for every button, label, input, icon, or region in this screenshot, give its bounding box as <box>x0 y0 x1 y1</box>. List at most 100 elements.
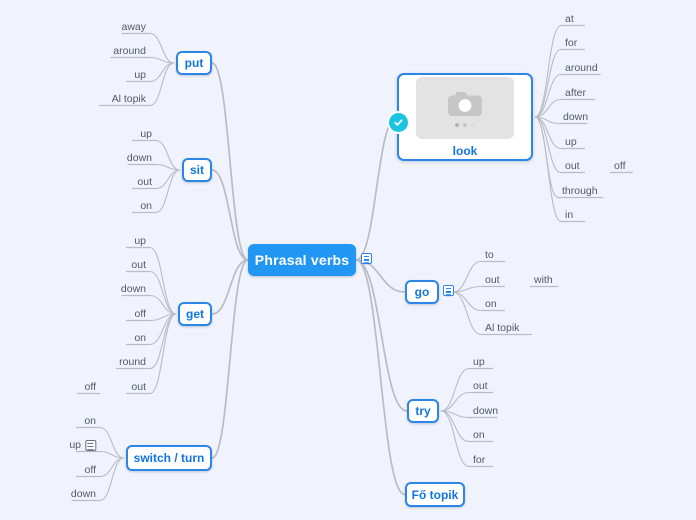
leaf-node[interactable]: on <box>134 332 146 344</box>
leaf-node[interactable]: around <box>113 45 146 57</box>
leaf-node-label: with <box>534 274 553 286</box>
leaf-node[interactable]: on <box>473 429 485 441</box>
leaf-node-label: out <box>137 176 152 188</box>
leaf-node[interactable]: off <box>85 464 96 476</box>
note-icon[interactable] <box>443 285 454 296</box>
leaf-node-label: for <box>565 37 578 49</box>
leaf-node-label: up <box>134 235 146 247</box>
leaf-node[interactable]: down <box>473 405 498 417</box>
topic-note-icon-wrap[interactable] <box>443 283 454 301</box>
topic-node-fo-topik[interactable]: Fő topik <box>405 482 465 507</box>
leaf-node[interactable]: up <box>473 356 485 368</box>
leaf-node-label: round <box>119 356 146 368</box>
camera-icon <box>448 92 482 116</box>
leaf-node[interactable]: off <box>85 381 96 393</box>
topic-card-look[interactable]: look <box>389 73 533 161</box>
topic-node-go[interactable]: go <box>405 280 439 304</box>
leaf-node[interactable]: at <box>565 13 574 25</box>
leaf-node-label: to <box>485 249 494 261</box>
topic-node-try[interactable]: try <box>407 399 439 423</box>
topic-node-sit[interactable]: sit <box>182 158 212 182</box>
leaf-node-label: through <box>562 185 598 197</box>
leaf-node[interactable]: through <box>562 185 598 197</box>
leaf-node[interactable]: Al topik <box>485 322 519 334</box>
topic-node-label: sit <box>189 163 204 177</box>
leaf-node[interactable]: round <box>119 356 146 368</box>
leaf-node-label: for <box>473 454 486 466</box>
leaf-node[interactable]: out <box>473 380 488 392</box>
leaf-node-label: up <box>565 136 577 148</box>
topic-node-label: switch / turn <box>133 451 205 465</box>
leaf-node[interactable]: out <box>131 381 146 393</box>
leaf-node[interactable]: off <box>135 308 146 320</box>
topic-node-label: Fő topik <box>411 487 459 502</box>
leaf-node-label: on <box>485 298 497 310</box>
leaf-node[interactable]: down <box>121 283 146 295</box>
leaf-node[interactable]: on <box>485 298 497 310</box>
leaf-node-label: up <box>134 69 146 81</box>
leaf-node[interactable]: on <box>140 200 152 212</box>
leaf-node-label: down <box>126 152 152 164</box>
leaf-node[interactable]: up <box>565 136 577 148</box>
leaf-node[interactable]: out <box>131 259 146 271</box>
leaf-node[interactable]: up <box>69 439 96 451</box>
leaf-node[interactable]: up <box>140 128 152 140</box>
leaf-node-label: down <box>120 283 146 295</box>
leaf-node[interactable]: for <box>473 454 485 466</box>
leaf-node[interactable]: with <box>534 274 553 286</box>
leaf-node-label: around <box>113 45 146 57</box>
leaf-node-label: out <box>131 259 146 271</box>
leaf-node-label: up <box>69 439 81 451</box>
leaf-node-label: after <box>565 87 587 99</box>
leaf-node[interactable]: out <box>565 160 580 172</box>
leaf-node[interactable]: out <box>485 274 500 286</box>
loading-dots <box>455 123 475 127</box>
leaf-node[interactable]: up <box>134 235 146 247</box>
leaf-node-label: down <box>563 111 589 123</box>
leaf-node[interactable]: around <box>565 62 598 74</box>
leaf-node-label: around <box>565 62 598 74</box>
note-icon[interactable] <box>361 253 372 264</box>
leaf-node[interactable]: for <box>565 37 577 49</box>
leaf-node-label: Al topik <box>485 322 520 334</box>
leaf-node[interactable]: up <box>134 69 146 81</box>
leaf-node-label: off <box>84 381 96 393</box>
topic-card-label: look <box>452 143 478 158</box>
topic-node-label: go <box>414 285 430 299</box>
leaf-node-label: off <box>134 308 146 320</box>
leaf-node[interactable]: down <box>127 152 152 164</box>
leaf-node-label: away <box>121 21 146 33</box>
leaf-node[interactable]: on <box>84 415 96 427</box>
leaf-node-label: on <box>473 429 485 441</box>
leaf-node-label: at <box>565 13 574 25</box>
topic-node-label: put <box>184 56 204 70</box>
leaf-node[interactable]: off <box>614 160 625 172</box>
root-node-label: Phrasal verbs <box>254 252 350 268</box>
leaf-node-label: on <box>84 415 96 427</box>
leaf-node[interactable]: down <box>71 488 96 500</box>
topic-node-switch-turn[interactable]: switch / turn <box>126 445 212 471</box>
leaf-node[interactable]: away <box>121 21 146 33</box>
leaf-node-label: off <box>84 464 96 476</box>
leaf-node-label: Al topik <box>111 93 146 105</box>
topic-node-get[interactable]: get <box>178 302 212 326</box>
leaf-node-label: out <box>565 160 580 172</box>
leaf-node-label: on <box>140 200 152 212</box>
leaf-node-label: out <box>473 380 488 392</box>
leaf-node[interactable]: in <box>565 209 573 221</box>
leaf-node[interactable]: to <box>485 249 494 261</box>
leaf-node[interactable]: down <box>563 111 588 123</box>
leaf-node-label: out <box>485 274 500 286</box>
leaf-node-label: in <box>565 209 574 221</box>
leaf-node-label: off <box>614 160 626 172</box>
leaf-node[interactable]: Al topik <box>112 93 146 105</box>
note-icon[interactable] <box>85 439 96 451</box>
topic-node-put[interactable]: put <box>176 51 212 75</box>
leaf-node[interactable]: out <box>137 176 152 188</box>
image-placeholder <box>416 76 514 139</box>
check-icon[interactable] <box>389 113 408 132</box>
root-note-icon-wrap[interactable] <box>361 251 372 269</box>
leaf-node[interactable]: after <box>565 87 586 99</box>
root-node-phrasal-verbs[interactable]: Phrasal verbs <box>248 244 356 276</box>
